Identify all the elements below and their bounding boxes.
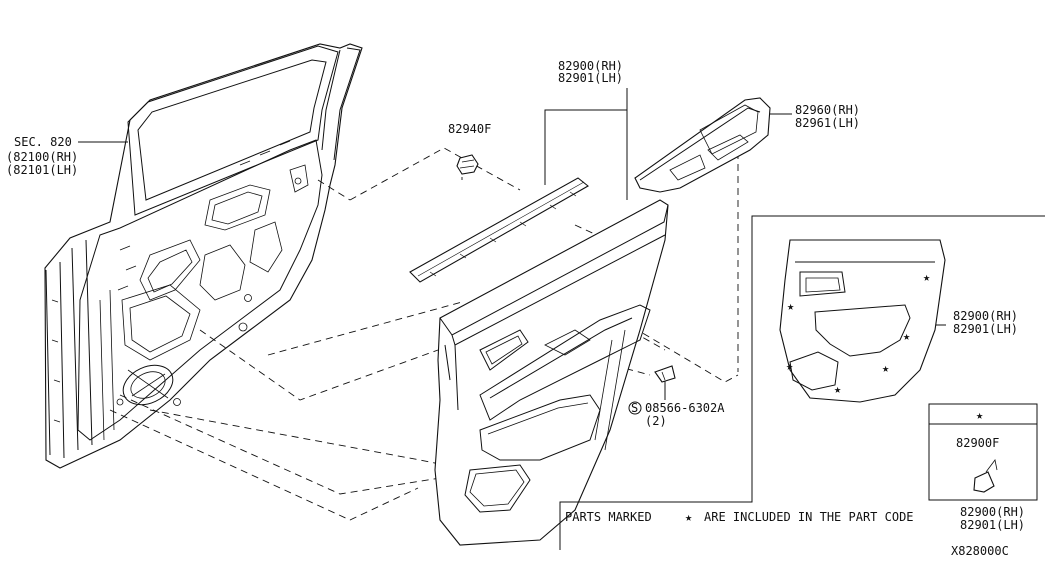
star-icon: ★: [882, 361, 889, 375]
screw-part-label: 08566-6302A: [645, 401, 725, 415]
moulding-strip: [409, 177, 589, 283]
screw-qty-label: (2): [645, 414, 667, 428]
finisher-lh-label: 82901(LH): [558, 71, 623, 85]
star-icon: ★: [787, 299, 794, 313]
armrest-lh-label: 82961(LH): [795, 116, 860, 130]
legend-symbol: ★: [976, 408, 983, 422]
star-icon: ★: [834, 382, 841, 396]
clip-82940f: [456, 154, 479, 175]
screw-prefix: S: [631, 401, 638, 415]
note-after: ARE INCLUDED IN THE PART CODE: [704, 510, 914, 524]
armrest-rh-label: 82960(RH): [795, 103, 860, 117]
door-rh-label: (82100(RH): [6, 150, 78, 164]
inset-box: ★ ★ ★ ★ ★ ★: [559, 215, 1045, 550]
inset-finisher-rh-label: 82900(RH): [953, 309, 1018, 323]
star-icon: ★: [903, 329, 910, 343]
note-rh-label: 82900(RH): [960, 505, 1025, 519]
diagram-id: X828000C: [951, 544, 1009, 558]
clip-part-label: 82940F: [448, 122, 491, 136]
armrest-finisher: [634, 97, 771, 193]
star-icon: ★: [923, 270, 930, 284]
door-assembly: [44, 43, 363, 469]
door-finisher: [434, 199, 669, 546]
note-before: PARTS MARKED: [565, 510, 652, 524]
inset-finisher-lh-label: 82901(LH): [953, 322, 1018, 336]
star-icon: ★: [786, 359, 793, 373]
door-lh-label: (82101(LH): [6, 163, 78, 177]
note-star: ★: [685, 510, 692, 524]
legend-box: [928, 403, 1038, 501]
labels: SEC. 820 (82100(RH) (82101(LH) 82940F 82…: [6, 59, 1025, 558]
screw-label: S 08566-6302A (2): [628, 401, 725, 428]
clip-icon: [973, 459, 998, 493]
sec-ref-label: SEC. 820: [14, 135, 72, 149]
note-lh-label: 82901(LH): [960, 518, 1025, 532]
screw-icon: [654, 365, 676, 383]
finisher-rh-label: 82900(RH): [558, 59, 623, 73]
legend-clip-label: 82900F: [956, 436, 999, 450]
